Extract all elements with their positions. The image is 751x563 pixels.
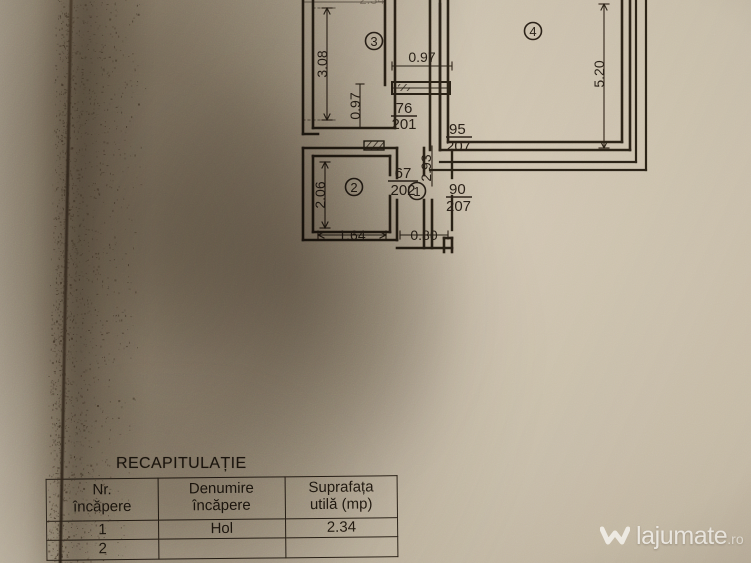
watermark-brand: lajumate — [636, 522, 728, 550]
watermark-text: lajumate.ro — [636, 522, 744, 551]
watermark: lajumate.ro — [600, 522, 744, 551]
dim-5-20: 5.20 — [591, 60, 607, 87]
lajumate-logo-icon — [600, 526, 630, 544]
watermark-tld: .ro — [727, 531, 744, 547]
paper-fold-crease — [0, 0, 170, 563]
crease-speckle-texture — [46, 0, 147, 563]
room-4-label: 4 — [529, 24, 536, 39]
room-marker-4: 4 — [523, 21, 543, 41]
